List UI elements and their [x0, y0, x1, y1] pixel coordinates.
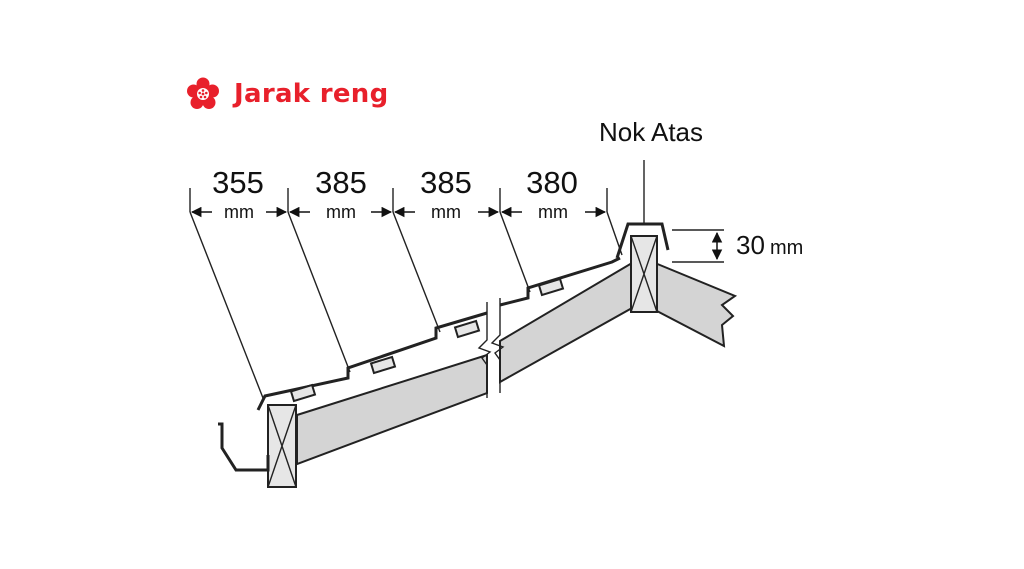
spacing-3-unit: mm: [431, 202, 461, 222]
spacing-2: 385 mm: [315, 165, 367, 222]
flower-icon: [186, 77, 220, 111]
spacing-4-unit: mm: [538, 202, 568, 222]
gap-value: 30: [736, 230, 765, 260]
ridge-beam: [654, 261, 738, 348]
spacing-1: 355 mm: [212, 165, 264, 222]
spacing-4-value: 380: [526, 165, 578, 200]
ridge-cap: [615, 222, 670, 259]
battens: [289, 277, 565, 403]
spacing-3-value: 385: [420, 165, 472, 200]
spacing-1-value: 355: [212, 165, 264, 200]
spacing-2-unit: mm: [326, 202, 356, 222]
rafter-beam-lower: [296, 353, 488, 466]
spacing-4: 380 mm: [526, 165, 578, 222]
gap-unit: mm: [770, 237, 803, 259]
spacing-1-unit: mm: [224, 202, 254, 222]
dimension-leaders: [189, 188, 623, 399]
ridge-label: Nok Atas: [599, 117, 703, 147]
spacing-2-value: 385: [315, 165, 367, 200]
spacing-3: 385 mm: [420, 165, 472, 222]
gap-dimension: 30 mm: [672, 229, 803, 263]
break-mark: [477, 298, 505, 398]
title-row: Jarak reng: [186, 74, 389, 114]
diagram-title: Jarak reng: [234, 79, 389, 109]
rafter-beam-upper: [499, 261, 633, 384]
gutter: [218, 422, 270, 472]
